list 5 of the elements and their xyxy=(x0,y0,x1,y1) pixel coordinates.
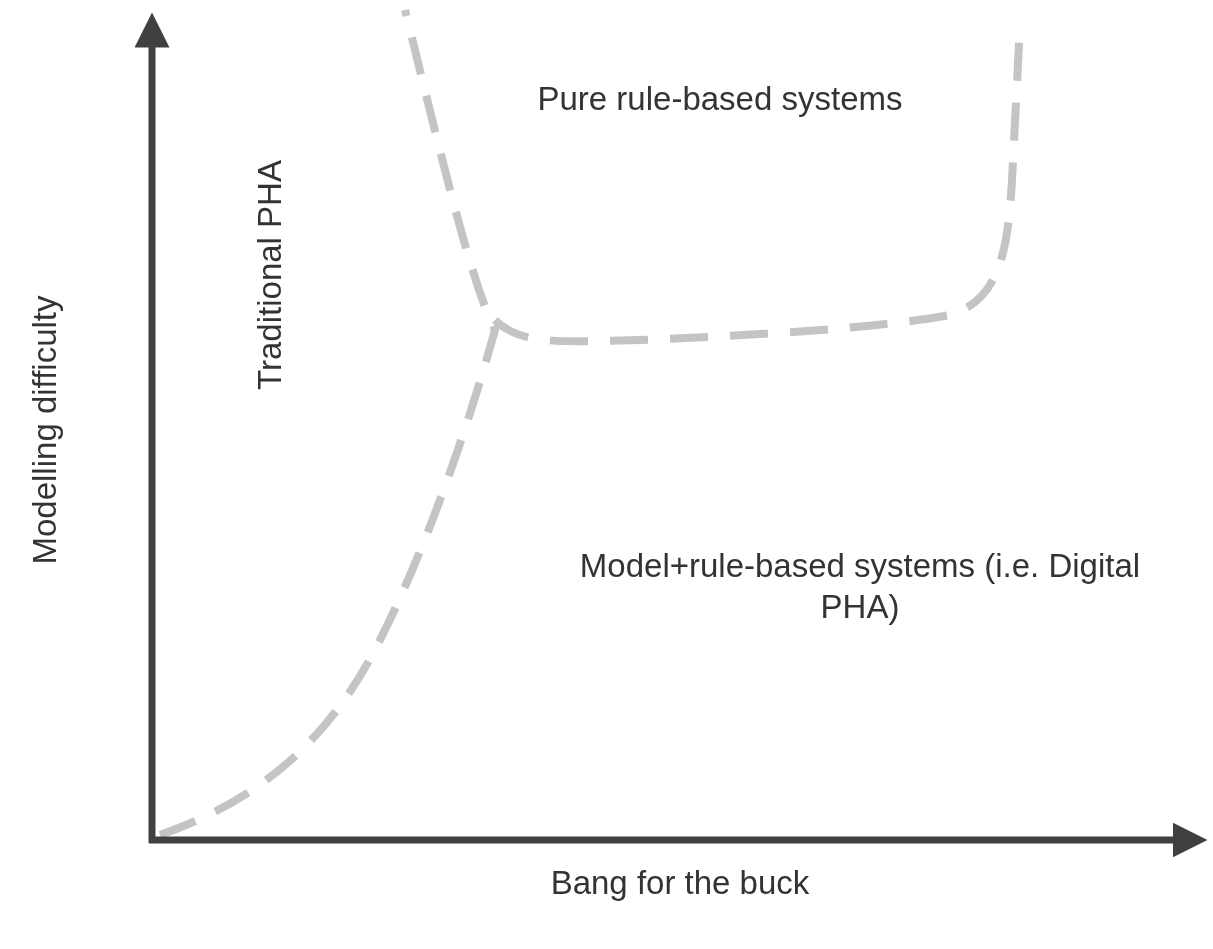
region-label: Traditional PHA xyxy=(250,160,290,390)
axis-title: Modelling difficulty xyxy=(25,295,65,565)
axis-title: Bang for the buck xyxy=(549,863,811,903)
region-label: Model+rule-based systems (i.e. Digital PHA) xyxy=(578,546,1142,628)
region-label: Pure rule-based systems xyxy=(536,79,904,119)
